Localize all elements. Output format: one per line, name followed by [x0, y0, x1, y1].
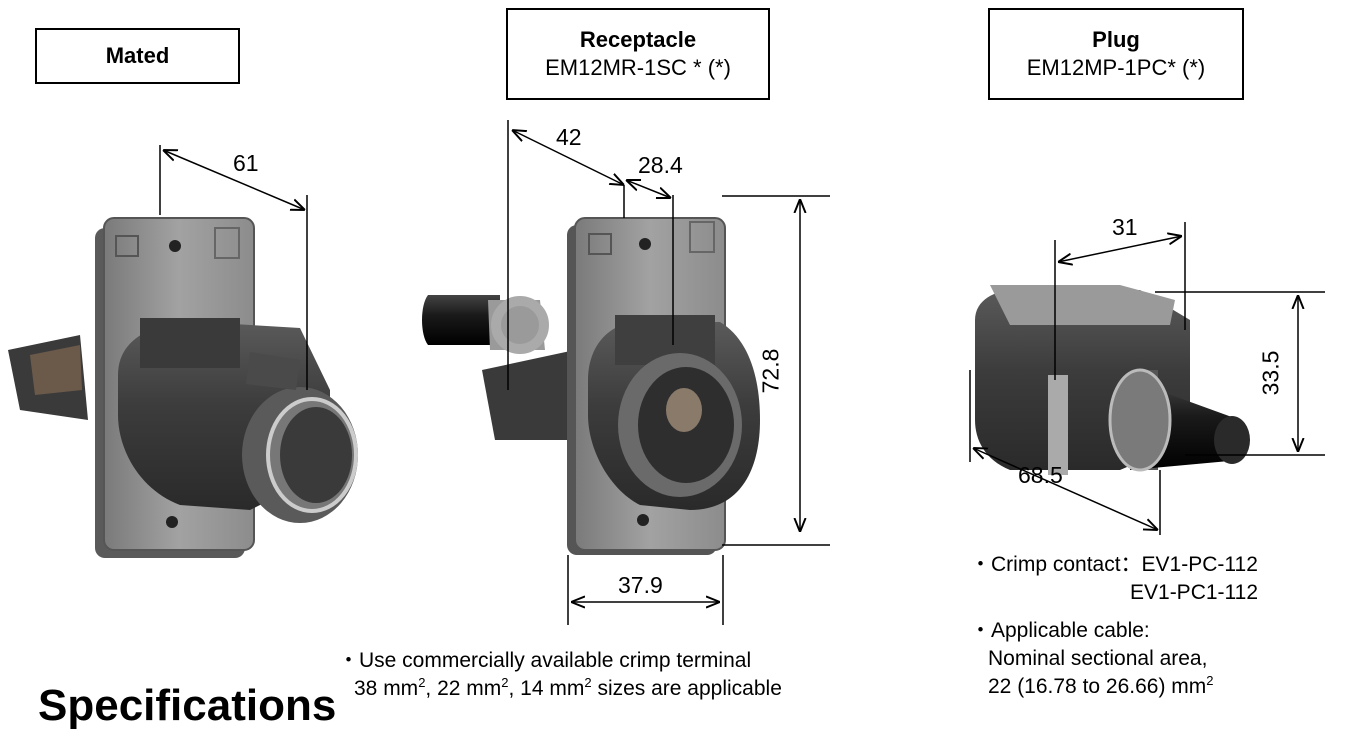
terminal-size-38: 38 mm	[354, 677, 419, 700]
mated-length-arrow	[163, 150, 305, 210]
plug-drawing	[975, 285, 1250, 475]
receptacle-title: Receptacle	[579, 27, 697, 52]
nominal-area-note: Nominal sectional area,	[988, 647, 1208, 670]
dim-rec-height: 72.8	[757, 348, 784, 394]
dim-rec-width: 37.9	[618, 572, 663, 598]
sup-22: 2	[501, 675, 509, 690]
plug-length-arrow	[973, 448, 1158, 530]
dim-plug-top: 31	[1112, 214, 1138, 240]
drawing-canvas	[8, 120, 1325, 625]
plug-title: Plug	[1092, 27, 1140, 52]
rec-flange-arrow	[626, 180, 671, 198]
terminal-note-line2: 38 mm2, 22 mm2, 14 mm2 sizes are applica…	[354, 676, 782, 701]
mated-label: Mated	[105, 43, 170, 68]
sup-38: 2	[418, 675, 426, 690]
cable-range-sup: 2	[1206, 673, 1214, 688]
cable-range-note: 22 (16.78 to 26.66) mm2	[988, 674, 1214, 699]
plug-part-number: EM12MP-1PC* (*)	[1026, 55, 1206, 80]
receptacle-part-number: EM12MR-1SC * (*)	[545, 55, 731, 80]
terminal-note-line1: ・Use commercially available crimp termin…	[338, 649, 752, 672]
specifications-heading: Specifications	[38, 681, 337, 730]
dim-rec-depth: 42	[556, 124, 582, 150]
receptacle-drawing	[422, 217, 760, 555]
crimp-contact-label: ・Crimp contact：	[970, 553, 1142, 576]
sup-14: 2	[584, 675, 592, 690]
mated-label-box: Mated	[35, 28, 240, 84]
crimp-contact-note: ・Crimp contact：EV1-PC-112	[970, 552, 1258, 577]
dim-plug-height: 33.5	[1257, 350, 1284, 396]
terminal-size-14: , 14 mm	[508, 677, 585, 700]
receptacle-label-box: Receptacle EM12MR-1SC * (*)	[506, 8, 770, 100]
dim-mated-length: 61	[233, 150, 259, 176]
crimp-contact-1: EV1-PC-112	[1141, 553, 1258, 576]
terminal-applicable: sizes are applicable	[591, 677, 782, 700]
dim-rec-flange: 28.4	[638, 152, 683, 178]
cable-range-text: 22 (16.78 to 26.66) mm	[988, 675, 1207, 698]
terminal-size-22: , 22 mm	[425, 677, 502, 700]
applicable-cable-note: ・Applicable cable:	[970, 619, 1150, 642]
plug-label-box: Plug EM12MP-1PC* (*)	[988, 8, 1244, 100]
rec-depth-arrow	[512, 130, 624, 185]
dim-plug-length: 68.5	[1018, 462, 1063, 488]
plug-top-arrow	[1058, 236, 1182, 262]
mated-connector-drawing	[8, 217, 358, 558]
crimp-contact-2: EV1-PC1-112	[1130, 581, 1259, 604]
